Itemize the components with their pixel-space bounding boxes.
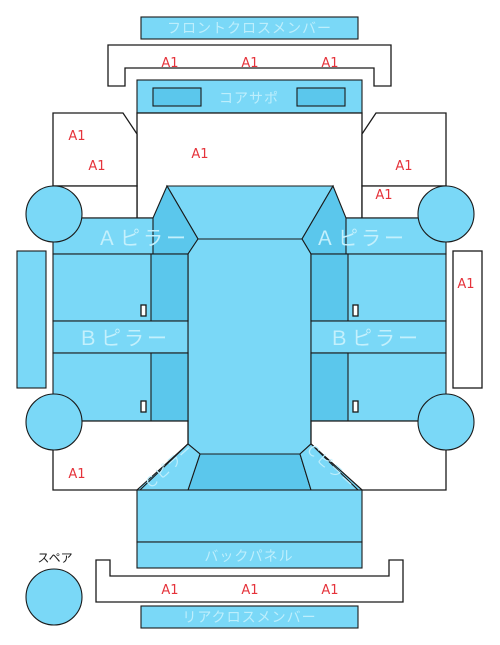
left-rear-wheel[interactable]: [25, 393, 83, 451]
damage-mark: A1: [68, 129, 85, 144]
right-rear-wheel[interactable]: [417, 393, 475, 451]
right-side-sill[interactable]: [452, 250, 483, 389]
damage-mark: A1: [161, 56, 178, 71]
left-front-door-inner: [150, 253, 189, 322]
damage-mark: A1: [68, 467, 85, 482]
damage-mark: A1: [395, 159, 412, 174]
rear-window-center: [187, 453, 312, 491]
damage-mark: A1: [375, 188, 392, 203]
spare-tire[interactable]: [25, 568, 83, 626]
left-rear-door-handle: [140, 400, 147, 413]
rear-cross-member-panel[interactable]: [140, 605, 359, 629]
rear-member-bracket[interactable]: [95, 559, 404, 603]
left-b-pillar-label: Ｂピラー: [78, 326, 170, 350]
damage-mark: A1: [321, 56, 338, 71]
core-support-label: コアサポ: [219, 91, 279, 107]
damage-mark: A1: [241, 56, 258, 71]
damage-mark: A1: [457, 277, 474, 292]
core-support-right-slot: [296, 87, 346, 107]
damage-mark: A1: [161, 583, 178, 598]
front-cross-member-panel[interactable]: [140, 16, 359, 40]
left-b-pillar-panel[interactable]: [52, 320, 189, 354]
back-panel-label: バックパネル: [204, 549, 293, 565]
left-rear-door-inner: [150, 352, 189, 422]
left-side-sill[interactable]: [16, 250, 47, 389]
back-panel[interactable]: [136, 541, 363, 569]
roof-panel[interactable]: [187, 238, 312, 455]
right-front-door-inner: [310, 253, 349, 322]
right-front-wheel[interactable]: [417, 185, 475, 243]
left-front-apron[interactable]: [52, 112, 138, 187]
right-b-pillar-panel[interactable]: [310, 320, 447, 354]
core-support-left-slot: [152, 87, 202, 107]
spare-label: スペア: [37, 551, 72, 565]
right-b-pillar-label: Ｂピラー: [329, 326, 421, 350]
damage-mark: A1: [241, 583, 258, 598]
left-a-pillar-label: Ａピラー: [97, 226, 189, 250]
damage-mark: A1: [321, 583, 338, 598]
right-front-apron[interactable]: [361, 112, 447, 187]
left-front-door-handle: [140, 304, 147, 317]
trunk-lid-panel[interactable]: [136, 489, 363, 543]
front-member-bracket[interactable]: [107, 44, 392, 87]
right-front-door-handle: [352, 304, 359, 317]
right-a-pillar-label: Ａピラー: [315, 226, 407, 250]
rear-cross-member-label: リアクロスメンバー: [182, 610, 316, 626]
right-rear-door-inner: [310, 352, 349, 422]
damage-mark: A1: [88, 159, 105, 174]
right-rear-door-handle: [352, 400, 359, 413]
damage-mark: A1: [191, 147, 208, 162]
front-cross-member-label: フロントクロスメンバー: [167, 21, 332, 37]
left-front-wheel[interactable]: [25, 185, 83, 243]
